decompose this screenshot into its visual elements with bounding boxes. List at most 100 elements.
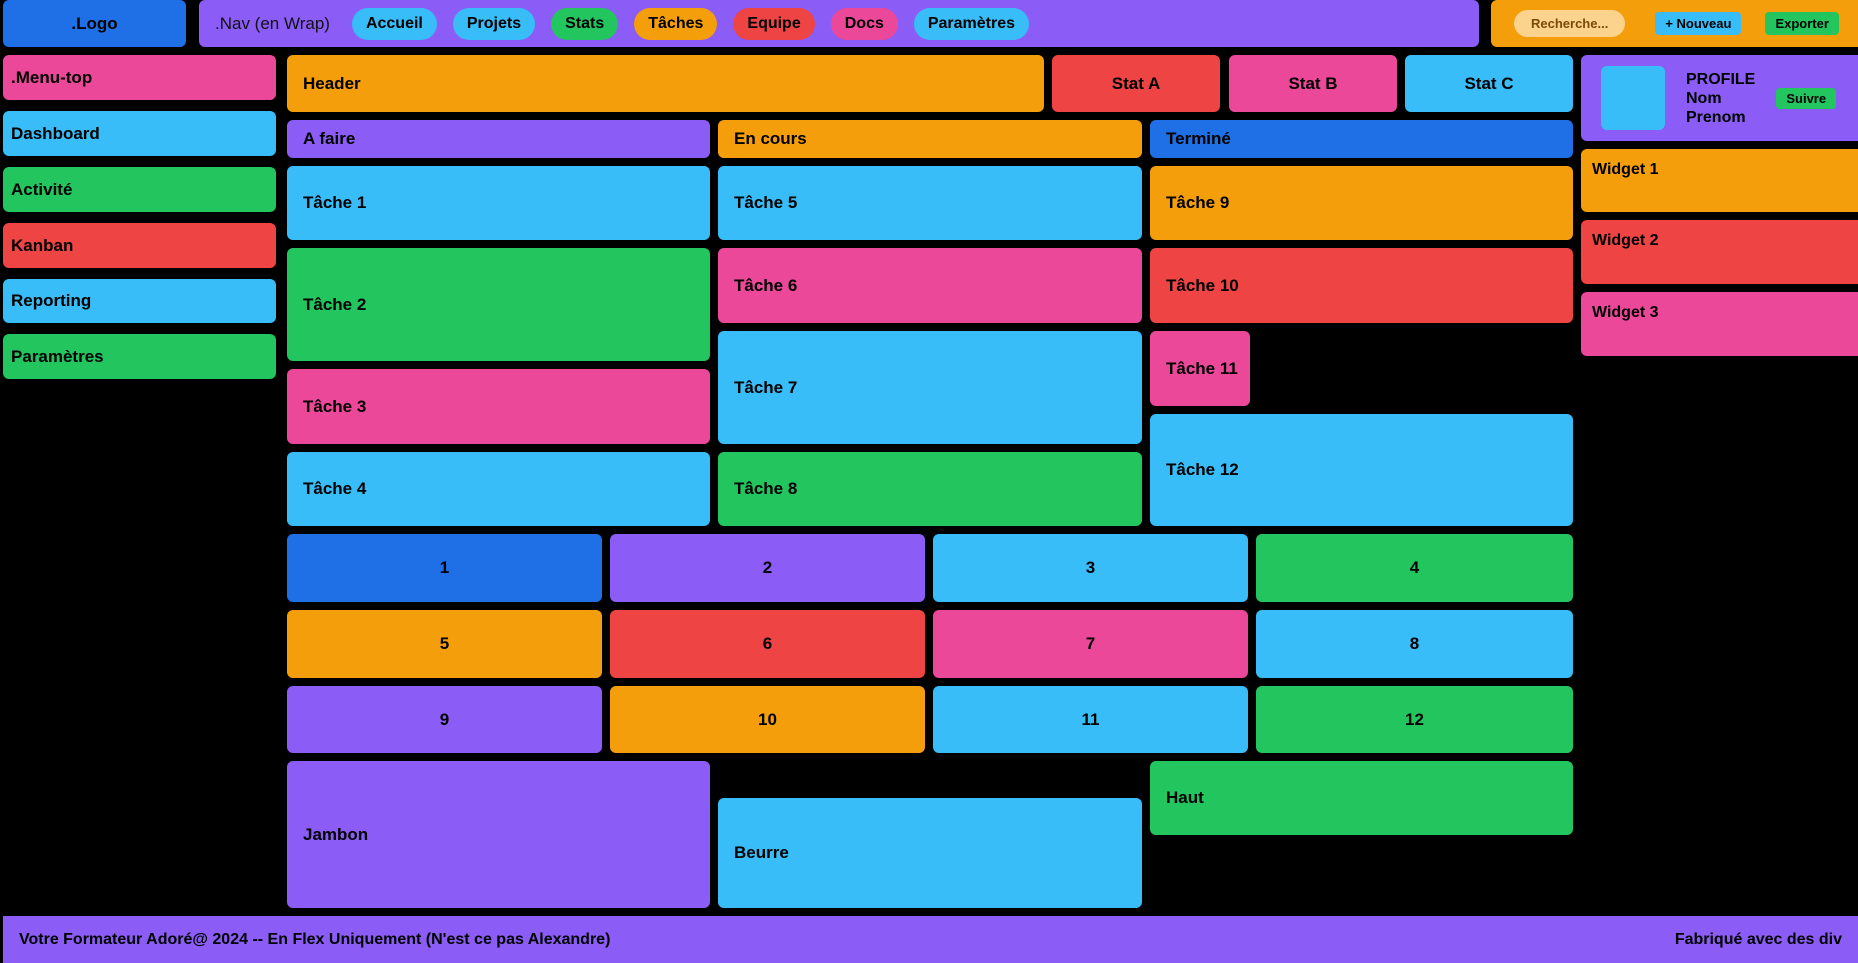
grid-cell[interactable]: 11 bbox=[933, 686, 1248, 753]
footer-made-with: Fabriqué avec des div bbox=[1674, 930, 1842, 948]
task-card[interactable]: Tâche 5 bbox=[718, 166, 1142, 240]
footer-credit: Votre Formateur Adoré@ 2024 -- En Flex U… bbox=[19, 930, 611, 948]
grid-cell[interactable]: 12 bbox=[1256, 686, 1573, 753]
grid-cell[interactable]: 7 bbox=[933, 610, 1248, 678]
task-card[interactable]: Tâche 2 bbox=[287, 248, 710, 361]
task-card[interactable]: Tâche 6 bbox=[718, 248, 1142, 323]
task-card[interactable]: Tâche 12 bbox=[1150, 414, 1573, 526]
grid-cell-label: 3 bbox=[1085, 558, 1096, 577]
sidebar-item-dashboard[interactable]: Dashboard bbox=[3, 111, 276, 156]
bottom-block-left: Jambon bbox=[287, 761, 710, 908]
bottom-block-middle: Beurre bbox=[718, 798, 1142, 908]
kanban-column-doing: En cours bbox=[718, 120, 1142, 158]
column-title: A faire bbox=[303, 129, 356, 148]
grid-cell-label: 1 bbox=[439, 558, 450, 577]
task-card[interactable]: Tâche 1 bbox=[287, 166, 710, 240]
nav-item-parametres[interactable]: Paramètres bbox=[913, 7, 1030, 40]
nav-item-taches[interactable]: Tâches bbox=[634, 7, 718, 40]
sidebar-item-activite[interactable]: Activité bbox=[3, 167, 276, 212]
task-card[interactable]: Tâche 8 bbox=[718, 452, 1142, 526]
avatar[interactable] bbox=[1601, 66, 1665, 130]
nav-item-equipe[interactable]: Equipe bbox=[733, 7, 815, 40]
bottom-block-label: Haut bbox=[1166, 788, 1204, 807]
task-title: Tâche 5 bbox=[734, 193, 798, 212]
sidebar-item-label: .Menu-top bbox=[11, 67, 93, 87]
widget-card: Widget 3 bbox=[1581, 292, 1858, 356]
profile-name-last: Prenom bbox=[1686, 108, 1746, 126]
task-title: Tâche 8 bbox=[734, 479, 798, 498]
follow-button[interactable]: Suivre bbox=[1776, 87, 1837, 109]
widget-title: Widget 1 bbox=[1592, 161, 1659, 178]
top-actions: Recherche... + Nouveau Exporter bbox=[1491, 0, 1858, 47]
task-card[interactable]: Tâche 10 bbox=[1150, 248, 1573, 323]
stat-card-a: Stat A bbox=[1052, 55, 1220, 112]
grid-cell[interactable]: 2 bbox=[610, 534, 925, 602]
task-title: Tâche 4 bbox=[303, 479, 367, 498]
grid-cell-label: 6 bbox=[762, 634, 773, 653]
column-title: Terminé bbox=[1166, 129, 1231, 148]
stat-card-b: Stat B bbox=[1229, 55, 1397, 112]
grid-cell-label: 11 bbox=[1081, 709, 1100, 729]
task-title: Tâche 9 bbox=[1166, 193, 1230, 212]
grid-cell[interactable]: 6 bbox=[610, 610, 925, 678]
task-card[interactable]: Tâche 7 bbox=[718, 331, 1142, 444]
nav-item-docs[interactable]: Docs bbox=[830, 7, 898, 40]
grid-cell-label: 7 bbox=[1085, 634, 1096, 653]
stat-label: Stat C bbox=[1464, 73, 1514, 93]
task-title: Tâche 11 bbox=[1166, 358, 1238, 378]
kanban-column-done: Terminé bbox=[1150, 120, 1573, 158]
profile-info: PROFILE Nom Prenom bbox=[1686, 70, 1755, 127]
task-title: Tâche 6 bbox=[734, 275, 798, 295]
footer: Votre Formateur Adoré@ 2024 -- En Flex U… bbox=[3, 916, 1858, 963]
widget-card: Widget 2 bbox=[1581, 220, 1858, 284]
task-card[interactable]: Tâche 11 bbox=[1150, 331, 1250, 406]
task-title: Tâche 2 bbox=[303, 294, 367, 314]
sidebar-item-label: Activité bbox=[11, 179, 73, 199]
sidebar-item-parametres[interactable]: Paramètres bbox=[3, 334, 276, 379]
grid-cell-label: 4 bbox=[1409, 558, 1420, 577]
grid-cell[interactable]: 8 bbox=[1256, 610, 1573, 678]
task-card[interactable]: Tâche 9 bbox=[1150, 166, 1573, 240]
grid-cell[interactable]: 9 bbox=[287, 686, 602, 753]
logo-text: .Logo bbox=[71, 13, 118, 33]
sidebar-item-kanban[interactable]: Kanban bbox=[3, 223, 276, 268]
search-input[interactable]: Recherche... bbox=[1514, 10, 1626, 37]
grid-cell-label: 12 bbox=[1405, 709, 1424, 729]
grid-cell[interactable]: 5 bbox=[287, 610, 602, 678]
task-title: Tâche 7 bbox=[734, 377, 798, 397]
stat-label: Stat B bbox=[1288, 73, 1338, 93]
page-title: Header bbox=[303, 73, 361, 93]
grid-cell-label: 2 bbox=[762, 558, 773, 577]
task-card[interactable]: Tâche 3 bbox=[287, 369, 710, 444]
profile-card: PROFILE Nom Prenom Suivre bbox=[1581, 55, 1858, 141]
new-button[interactable]: + Nouveau bbox=[1655, 12, 1742, 35]
nav-label: .Nav (en Wrap) bbox=[215, 13, 330, 33]
nav-item-stats[interactable]: Stats bbox=[551, 7, 619, 40]
grid-cell[interactable]: 1 bbox=[287, 534, 602, 602]
grid-cell[interactable]: 10 bbox=[610, 686, 925, 753]
widget-title: Widget 2 bbox=[1592, 232, 1659, 249]
top-nav: .Nav (en Wrap) Accueil Projets Stats Tâc… bbox=[199, 0, 1479, 47]
grid-cell-label: 5 bbox=[439, 634, 450, 653]
widget-title: Widget 3 bbox=[1592, 304, 1659, 321]
sidebar-item-reporting[interactable]: Reporting bbox=[3, 279, 276, 323]
task-title: Tâche 10 bbox=[1166, 275, 1239, 295]
grid-cell[interactable]: 4 bbox=[1256, 534, 1573, 602]
kanban-column-todo: A faire bbox=[287, 120, 710, 158]
profile-name-first: Nom bbox=[1686, 89, 1722, 107]
search-placeholder: Recherche... bbox=[1531, 16, 1609, 31]
export-button[interactable]: Exporter bbox=[1765, 12, 1839, 35]
sidebar-item-label: Kanban bbox=[11, 235, 74, 255]
nav-item-projets[interactable]: Projets bbox=[452, 7, 536, 40]
nav-item-accueil[interactable]: Accueil bbox=[351, 7, 437, 40]
profile-title: PROFILE bbox=[1686, 70, 1756, 88]
widget-card: Widget 1 bbox=[1581, 149, 1858, 212]
bottom-block-label: Jambon bbox=[303, 824, 369, 844]
task-card[interactable]: Tâche 4 bbox=[287, 452, 710, 526]
logo[interactable]: .Logo bbox=[3, 0, 186, 47]
page-header: Header bbox=[287, 55, 1044, 112]
sidebar-item-menu-top[interactable]: .Menu-top bbox=[3, 55, 276, 100]
bottom-block-label: Beurre bbox=[734, 843, 789, 862]
sidebar-item-label: Reporting bbox=[11, 291, 92, 310]
grid-cell[interactable]: 3 bbox=[933, 534, 1248, 602]
